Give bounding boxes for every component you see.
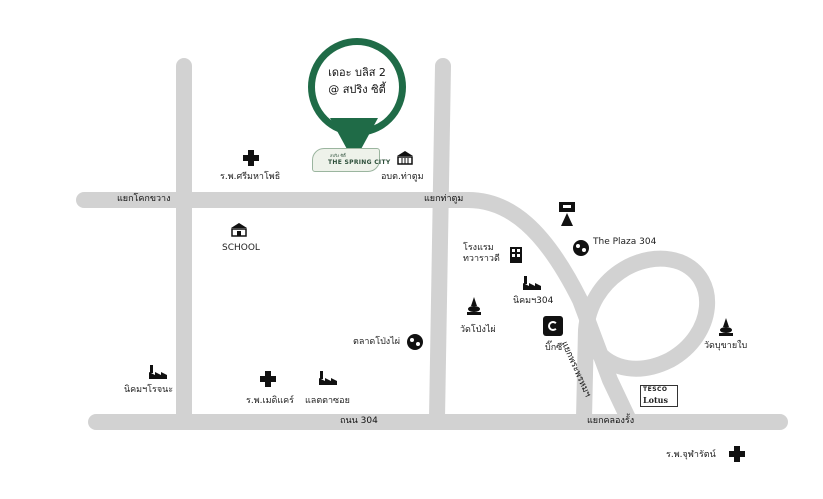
spring-city-logo-small-text: สปริง ซิตี้ <box>330 153 346 158</box>
junction-tha-tum: แยกท่าตูม <box>424 194 464 204</box>
nikom-rojana-label: นิคมฯโรจนะ <box>124 385 174 395</box>
factory-icon <box>149 365 167 379</box>
hospital-cross-icon <box>729 446 745 462</box>
plaza-logo-icon <box>559 202 575 226</box>
road-middle-vertical <box>429 58 451 426</box>
pin-label-line-2: @ สปริง ซิตี้ <box>328 83 386 96</box>
nikom-304-label: นิคมฯ304 <box>513 296 554 306</box>
hospital-jufaras-label: ร.พ.จุฬารัตน์ <box>666 450 716 460</box>
tesco-lotus-logo-icon <box>640 385 678 407</box>
lat-ta-soi-label: แลตตาซอย <box>305 396 350 406</box>
road-bypass-north <box>460 192 636 426</box>
pin-label: เดอะ บลิส 2 @ สปริง ซิตี้ <box>308 64 406 98</box>
the-plaza-label: The Plaza 304 <box>593 237 657 247</box>
road-network <box>76 58 788 430</box>
school-building-icon <box>231 223 247 237</box>
market-icon <box>573 240 589 256</box>
junction-khok-khwang: แยกโคกขวาง <box>117 194 171 204</box>
road-ring <box>576 250 716 426</box>
temple-icon <box>719 318 733 336</box>
hotel-building-icon <box>510 247 522 263</box>
tesco-logo-bottom: Lotus <box>643 395 668 405</box>
junction-khlong-rang: แยกคลองรั้ง <box>587 416 635 426</box>
market-icon <box>407 334 423 350</box>
district-office-label: อบต.ท่าตูม <box>381 172 424 182</box>
hospital-medicare-label: ร.พ.เมดิแคร์ <box>246 396 294 406</box>
factory-icon <box>523 276 541 290</box>
hospital-cross-icon <box>260 371 276 387</box>
big-c-label: บิ๊กซี <box>545 343 563 353</box>
road-304-label: ถนน 304 <box>340 416 378 426</box>
hospital-cross-icon <box>243 150 259 166</box>
wat-pong-phai-label: วัดโป่งไผ่ <box>460 325 496 335</box>
spring-city-logo <box>312 148 380 172</box>
wat-bu-yai-label: วัดบุขายใบ <box>704 341 748 351</box>
tesco-logo-top: TESCO <box>643 386 668 393</box>
hospital-north-label: ร.พ.ศรีมหาโพธิ <box>220 172 281 182</box>
pin-label-line-1: เดอะ บลิส 2 <box>328 66 386 79</box>
hotel-label: โรงแรม ทวาราวดี <box>463 243 500 264</box>
big-c-logo-mark <box>548 321 558 331</box>
school-label: SCHOOL <box>222 243 260 253</box>
government-building-icon <box>397 151 413 165</box>
temple-icon <box>467 297 481 315</box>
factory-icon <box>319 371 337 385</box>
spring-city-logo-text: THE SPRING CITY <box>328 159 391 166</box>
market-pong-phai-label: ตลาดโป่งไผ่ <box>353 337 400 347</box>
